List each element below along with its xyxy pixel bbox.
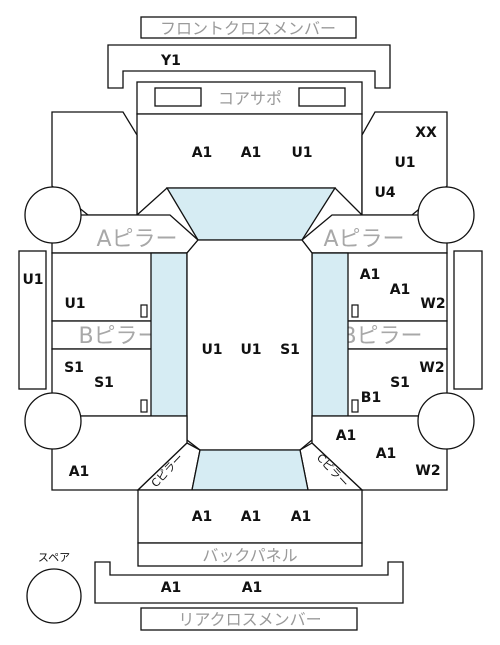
right-front-door-code-2: A1 [390, 282, 411, 298]
roof-code-1: U1 [201, 342, 222, 358]
right-rear-door-code-3: B1 [361, 390, 381, 406]
back-panel-box[interactable] [137, 542, 363, 567]
right-rear-quarter-code-3: W2 [415, 463, 440, 479]
trunk-code-2: A1 [241, 509, 262, 525]
left-front-door-handle [140, 304, 148, 318]
left-a-pillar-label: Aピラー [96, 227, 177, 252]
windshield[interactable] [165, 187, 337, 241]
front-right-wheel[interactable] [417, 186, 475, 244]
roof-code-2: U1 [240, 342, 261, 358]
left-headlight [154, 87, 202, 107]
back-panel-label: バックパネル [202, 546, 297, 565]
left-side-sill-code: U1 [22, 272, 43, 288]
rear-right-wheel[interactable] [417, 392, 475, 450]
right-rear-door-code-1: W2 [419, 360, 444, 376]
left-rear-door-code-1: S1 [64, 360, 84, 376]
right-front-fender-code-2: U1 [394, 155, 415, 171]
left-side-windows[interactable] [150, 252, 188, 417]
front-left-wheel[interactable] [24, 186, 82, 244]
left-front-door-code: U1 [64, 296, 85, 312]
rear-left-wheel[interactable] [24, 392, 82, 450]
left-b-pillar-label: Bピラー [78, 324, 159, 349]
trunk-code-3: A1 [291, 509, 312, 525]
rear-bumper-bracket[interactable] [94, 561, 404, 604]
front-cross-member-label: フロントクロスメンバー [160, 19, 336, 38]
hood-code-2: A1 [241, 145, 262, 161]
right-headlight [298, 87, 346, 107]
right-front-fender-code-1: XX [415, 125, 437, 141]
front-cross-member-box[interactable] [140, 16, 357, 39]
right-side-sill[interactable] [453, 250, 483, 390]
rear-window[interactable] [191, 449, 309, 491]
left-rear-door-handle [140, 399, 148, 413]
trunk-code-1: A1 [192, 509, 213, 525]
right-b-pillar-label: Bピラー [341, 324, 422, 349]
rear-cross-member-code-2: A1 [242, 580, 263, 596]
right-rear-quarter-code-2: A1 [376, 446, 397, 462]
right-front-fender-code-3: U4 [374, 185, 395, 201]
right-front-door-code-3: W2 [420, 296, 445, 312]
right-rear-door-code-2: S1 [390, 375, 410, 391]
hood-code-3: U1 [291, 145, 312, 161]
roof-code-3: S1 [280, 342, 300, 358]
left-side-sill[interactable] [18, 250, 47, 390]
right-rear-quarter-code-1: A1 [336, 428, 357, 444]
rear-cross-member-code-1: A1 [161, 580, 182, 596]
rear-cross-member-label: リアクロスメンバー [178, 610, 321, 629]
right-front-door-handle [351, 304, 359, 318]
right-a-pillar-label: Aピラー [323, 227, 404, 252]
rear-cross-member-box[interactable] [140, 607, 358, 631]
trunk-lid[interactable] [137, 489, 363, 544]
hood-code-1: A1 [192, 145, 213, 161]
spare-tire[interactable] [26, 568, 82, 624]
right-front-door-code-1: A1 [360, 267, 381, 283]
front-bumper-bracket[interactable] [107, 44, 391, 89]
spare-label: スペア [38, 551, 70, 564]
front-cross-member-code: Y1 [160, 53, 181, 69]
right-side-windows[interactable] [311, 252, 349, 417]
right-rear-door-handle [351, 399, 359, 413]
left-rear-door-code-2: S1 [94, 375, 114, 391]
core-support-label: コアサポ [218, 89, 282, 108]
left-rear-quarter-code: A1 [69, 464, 90, 480]
